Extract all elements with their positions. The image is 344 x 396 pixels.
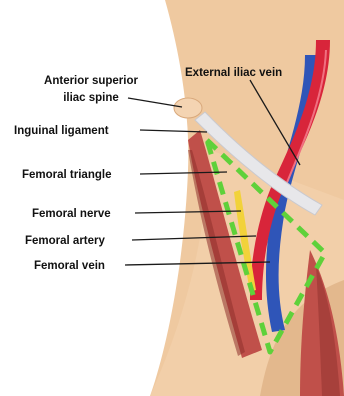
label-inguinal-ligament: Inguinal ligament bbox=[14, 125, 109, 137]
label-femoral-vein: Femoral vein bbox=[34, 260, 105, 272]
anterior-superior-iliac-spine-shape bbox=[174, 98, 202, 118]
label-anterior-superior-line1: Anterior superior bbox=[44, 75, 138, 87]
leader-line-asis bbox=[128, 98, 182, 107]
label-femoral-triangle: Femoral triangle bbox=[22, 169, 111, 181]
label-external-iliac-vein: External iliac vein bbox=[185, 67, 282, 79]
label-femoral-artery: Femoral artery bbox=[25, 235, 106, 247]
label-anterior-superior-line2: iliac spine bbox=[63, 92, 119, 104]
label-femoral-nerve: Femoral nerve bbox=[32, 208, 111, 220]
